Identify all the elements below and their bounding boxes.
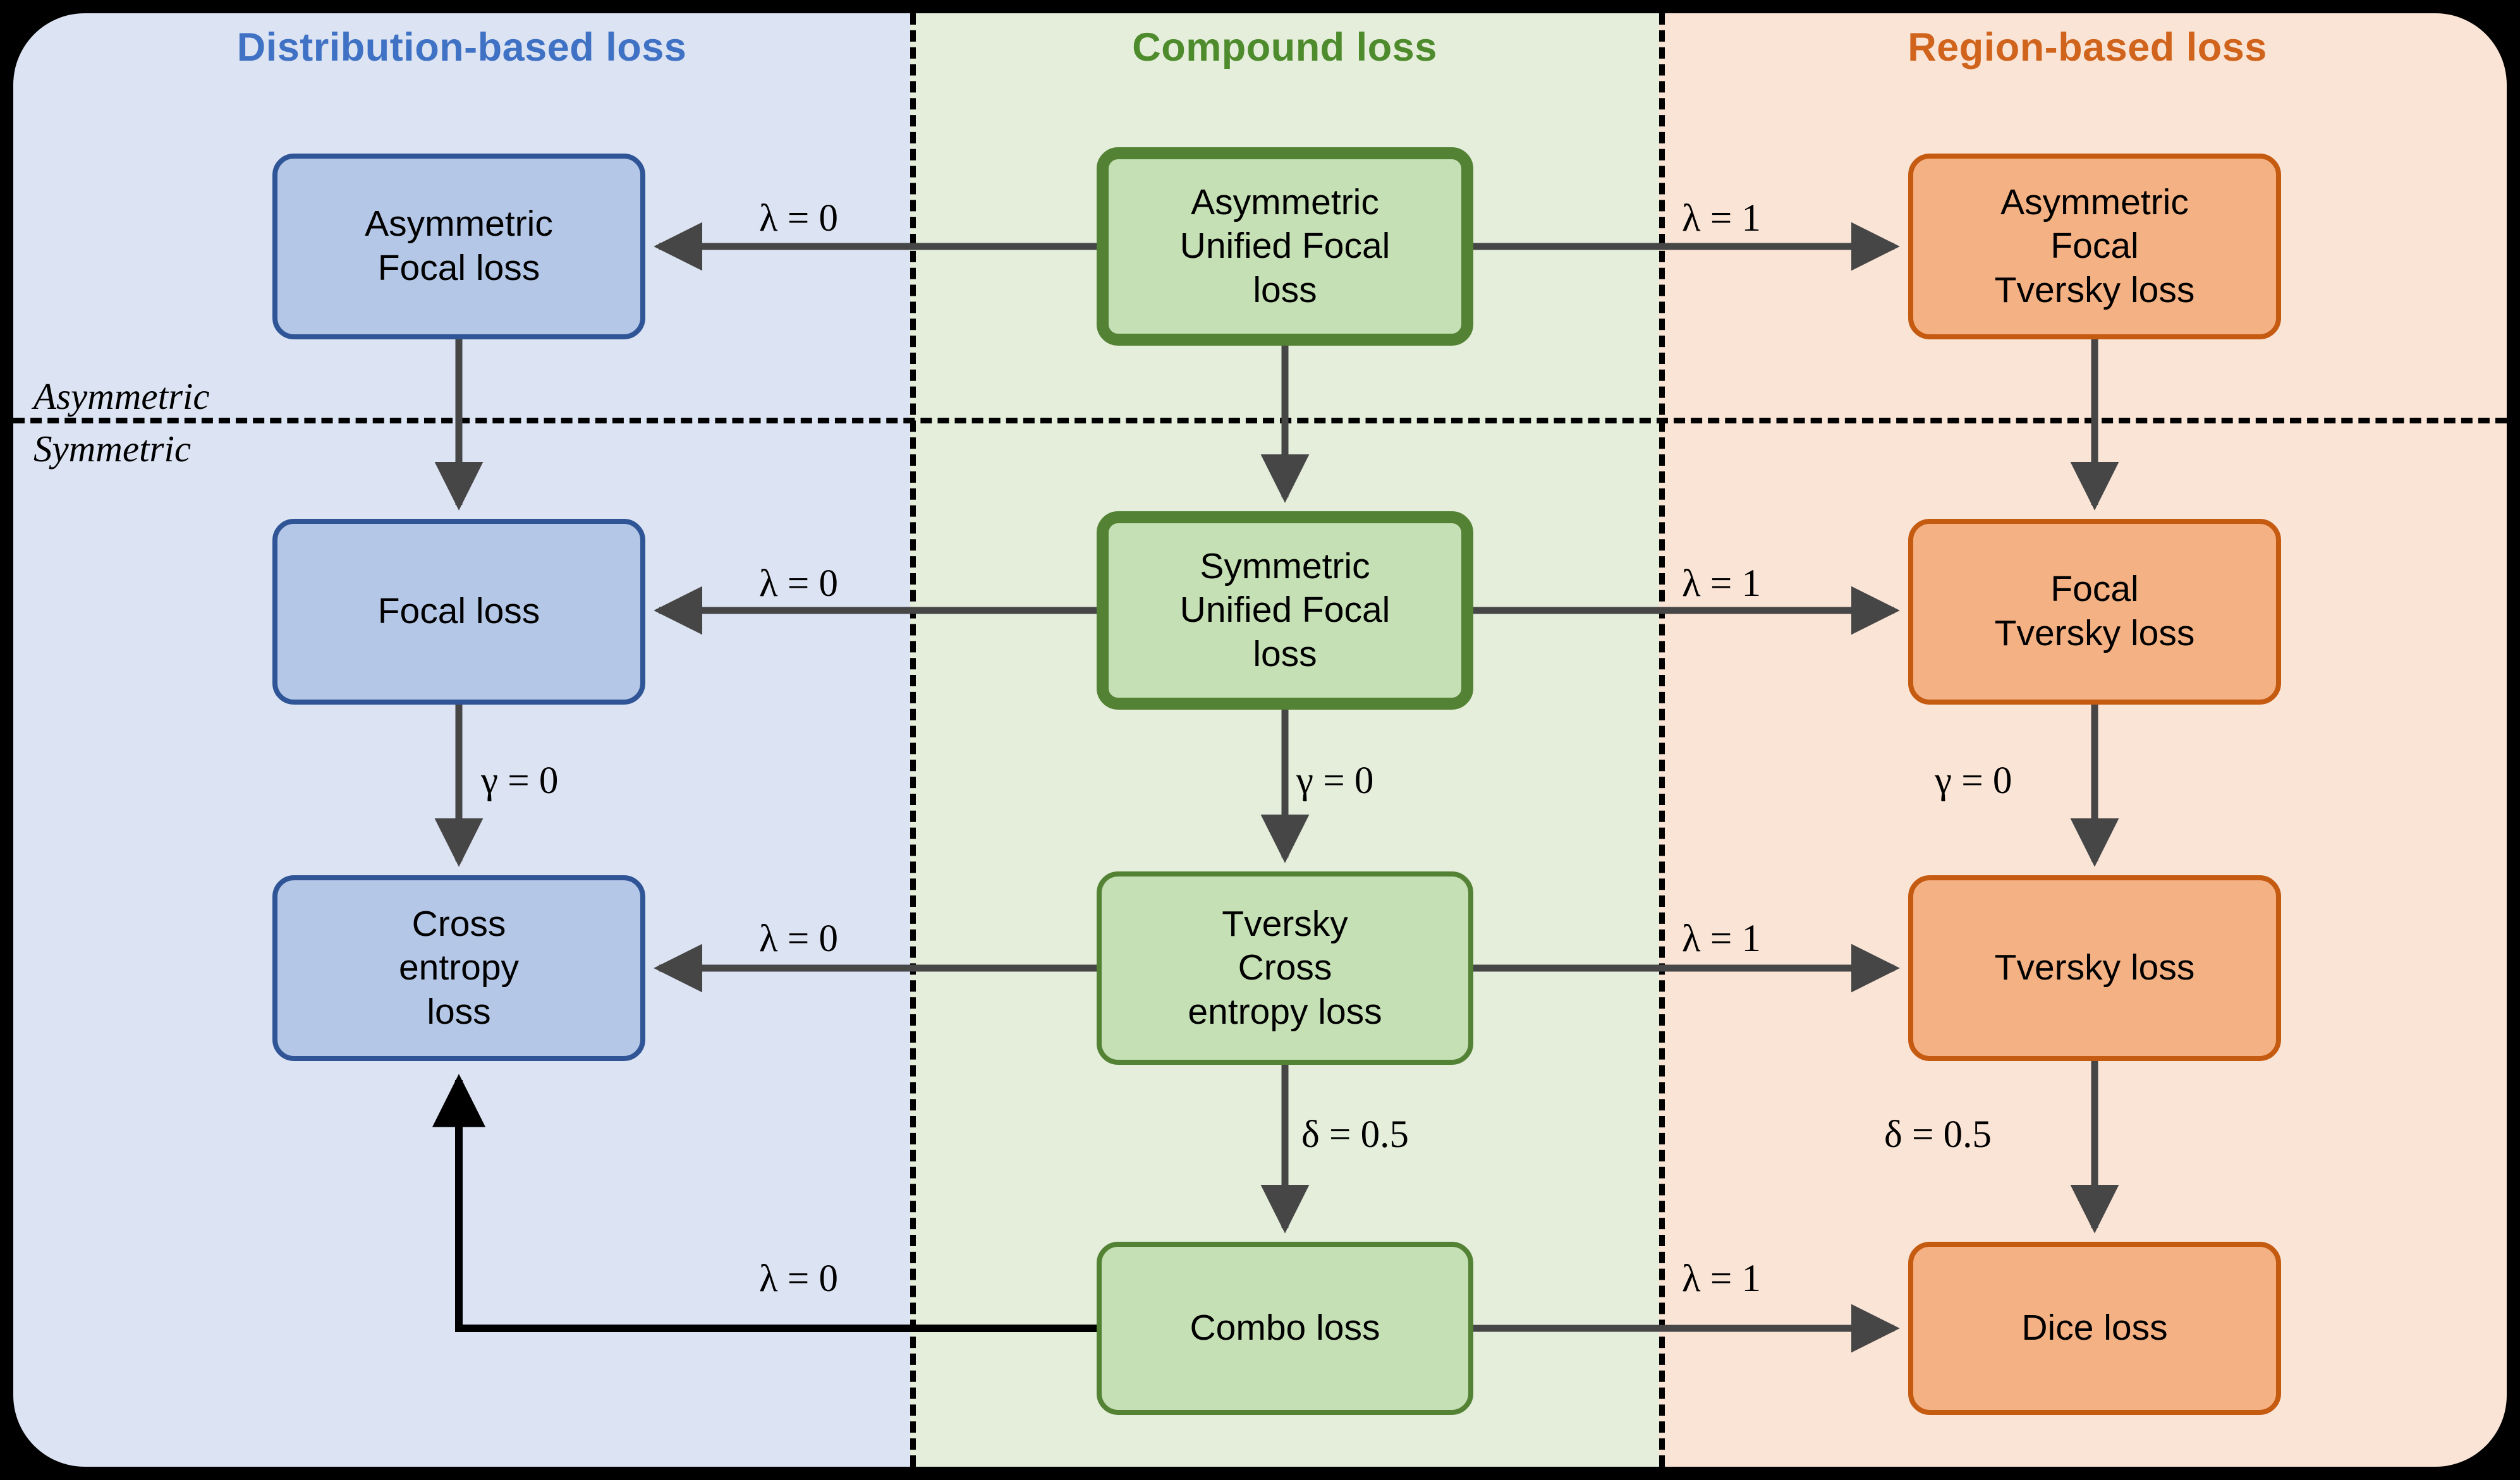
edge-label-row3-right: λ = 1: [1682, 918, 1761, 960]
node-label: Tversky loss: [1994, 947, 2195, 988]
edge-label-gamma-right: γ = 0: [1935, 760, 2012, 802]
column-heading-distribution: Distribution-based loss: [236, 25, 687, 70]
edge-label-gamma-center: γ = 0: [1296, 760, 1374, 802]
edge-label-row4-right: λ = 1: [1682, 1258, 1761, 1300]
node-tversky-loss[interactable]: Tversky loss: [1908, 875, 2281, 1061]
node-dice-loss[interactable]: Dice loss: [1908, 1242, 2281, 1415]
edge-label-row1-right: λ = 1: [1682, 197, 1761, 240]
edge-label-row2-left: λ = 0: [759, 562, 838, 605]
node-label: Dice loss: [2021, 1307, 2168, 1349]
edge-label-row4-left: λ = 0: [759, 1258, 838, 1300]
node-focal-loss[interactable]: Focal loss: [272, 519, 645, 705]
loss-taxonomy-panel: Distribution-based loss Compound loss Re…: [9, 9, 2511, 1471]
label-asymmetric: Asymmetric: [33, 375, 210, 417]
edge-label-row3-left: λ = 0: [759, 918, 838, 960]
edge-label-row1-left: λ = 0: [759, 197, 838, 240]
node-label: Combo loss: [1190, 1307, 1380, 1349]
column-heading-compound: Compound loss: [1132, 25, 1437, 70]
column-heading-region: Region-based loss: [1908, 25, 2267, 70]
asymmetry-divider: [13, 418, 2507, 423]
node-combo-loss[interactable]: Combo loss: [1097, 1242, 1473, 1415]
column-divider-right: [1659, 13, 1665, 1467]
node-label: Focal loss: [377, 591, 540, 632]
column-divider-left: [910, 13, 916, 1467]
edge-label-row2-right: λ = 1: [1682, 562, 1761, 605]
edge-label-delta-center: δ = 0.5: [1301, 1113, 1409, 1156]
label-symmetric: Symmetric: [33, 428, 192, 470]
edge-label-gamma-left: γ = 0: [481, 760, 559, 802]
edge-label-delta-right: δ = 0.5: [1884, 1113, 1992, 1156]
